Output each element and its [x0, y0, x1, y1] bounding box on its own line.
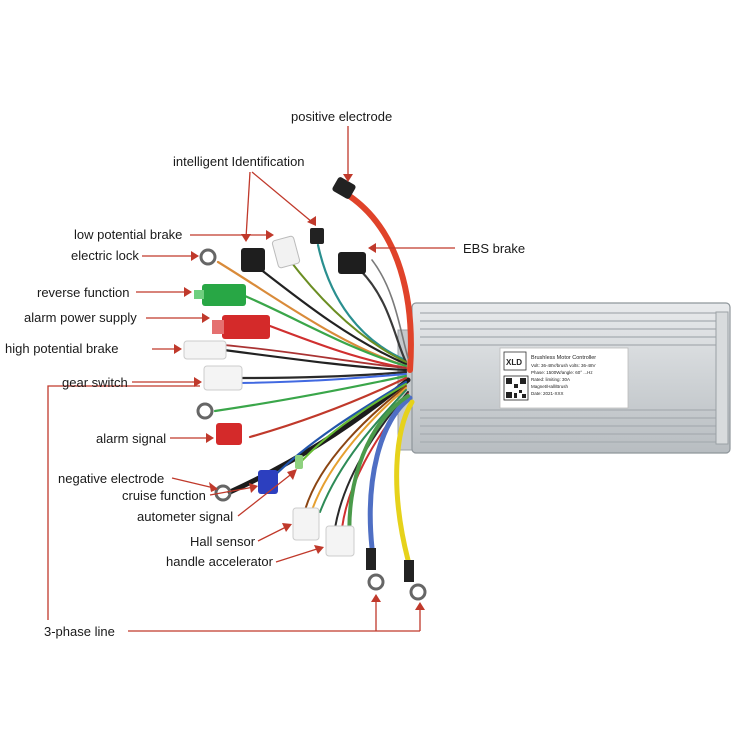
label-alarm-signal: alarm signal [96, 431, 166, 446]
cruise-function-plug [258, 470, 278, 494]
sticker-line-3: Rated: limiting: 30A [531, 377, 570, 382]
label-pointers [47, 126, 455, 632]
label-reverse-function: reverse function [37, 285, 130, 300]
wire-harness [213, 192, 415, 563]
positive-electrode-plug [332, 177, 356, 199]
negative-electrode-ring [214, 484, 232, 502]
label-negative-electrode: negative electrode [58, 471, 164, 486]
sticker-line-4: Magnet/Hall/Brush [531, 384, 569, 389]
sticker-line-5: Date: 2021-XXX [531, 391, 564, 396]
sticker-title: Brushless Motor Controller [531, 355, 596, 361]
sticker-line-1: Volt: 36-48V/brush volts: 36-48V [531, 363, 596, 368]
label-intelligent-identification: intelligent Identification [173, 154, 305, 169]
handle-accelerator-plug [325, 525, 355, 557]
high-brake-plug [183, 340, 227, 360]
alarm-signal-ring [196, 402, 214, 420]
controller-logo: XLD [506, 358, 522, 367]
label-low-potential-brake: low potential brake [74, 227, 182, 242]
connectors [183, 177, 427, 601]
label-handle-accelerator: handle accelerator [166, 554, 274, 569]
hall-sensor-plug [292, 507, 320, 541]
label-hall-sensor: Hall sensor [190, 534, 256, 549]
label-alarm-power-supply: alarm power supply [24, 310, 137, 325]
alarm-power-plug [222, 315, 270, 339]
alarm-signal-plug [216, 423, 242, 445]
label-positive-electrode: positive electrode [291, 109, 392, 124]
label-autometer-signal: autometer signal [137, 509, 233, 524]
electric-lock-plug [241, 248, 265, 272]
intelligent-id-plug [310, 228, 324, 244]
labels: positive electrode intelligent Identific… [5, 109, 525, 639]
label-ebs-brake: EBS brake [463, 241, 525, 256]
phase-ring-2 [409, 583, 427, 601]
controller-box: XLD Brushless Motor Controller Volt: 36-… [397, 302, 731, 454]
controller-sticker: XLD Brushless Motor Controller Volt: 36-… [499, 347, 629, 409]
label-gear-switch: gear switch [62, 375, 128, 390]
label-electric-lock: electric lock [71, 248, 139, 263]
ebs-brake-plug [338, 252, 366, 274]
reverse-function-plug [202, 284, 246, 306]
qr-code-icon [503, 375, 529, 401]
electric-lock-ring [199, 248, 217, 266]
sticker-line-2: Phase: 1500W/angle: 60° ...Hz [531, 370, 593, 375]
low-brake-plug [271, 235, 301, 269]
label-high-potential-brake: high potential brake [5, 341, 118, 356]
gear-switch-plug [203, 365, 243, 391]
phase-ring-1 [367, 573, 385, 591]
label-3-phase-line: 3-phase line [44, 624, 115, 639]
autometer-plug [295, 455, 303, 469]
label-cruise-function: cruise function [122, 488, 206, 503]
